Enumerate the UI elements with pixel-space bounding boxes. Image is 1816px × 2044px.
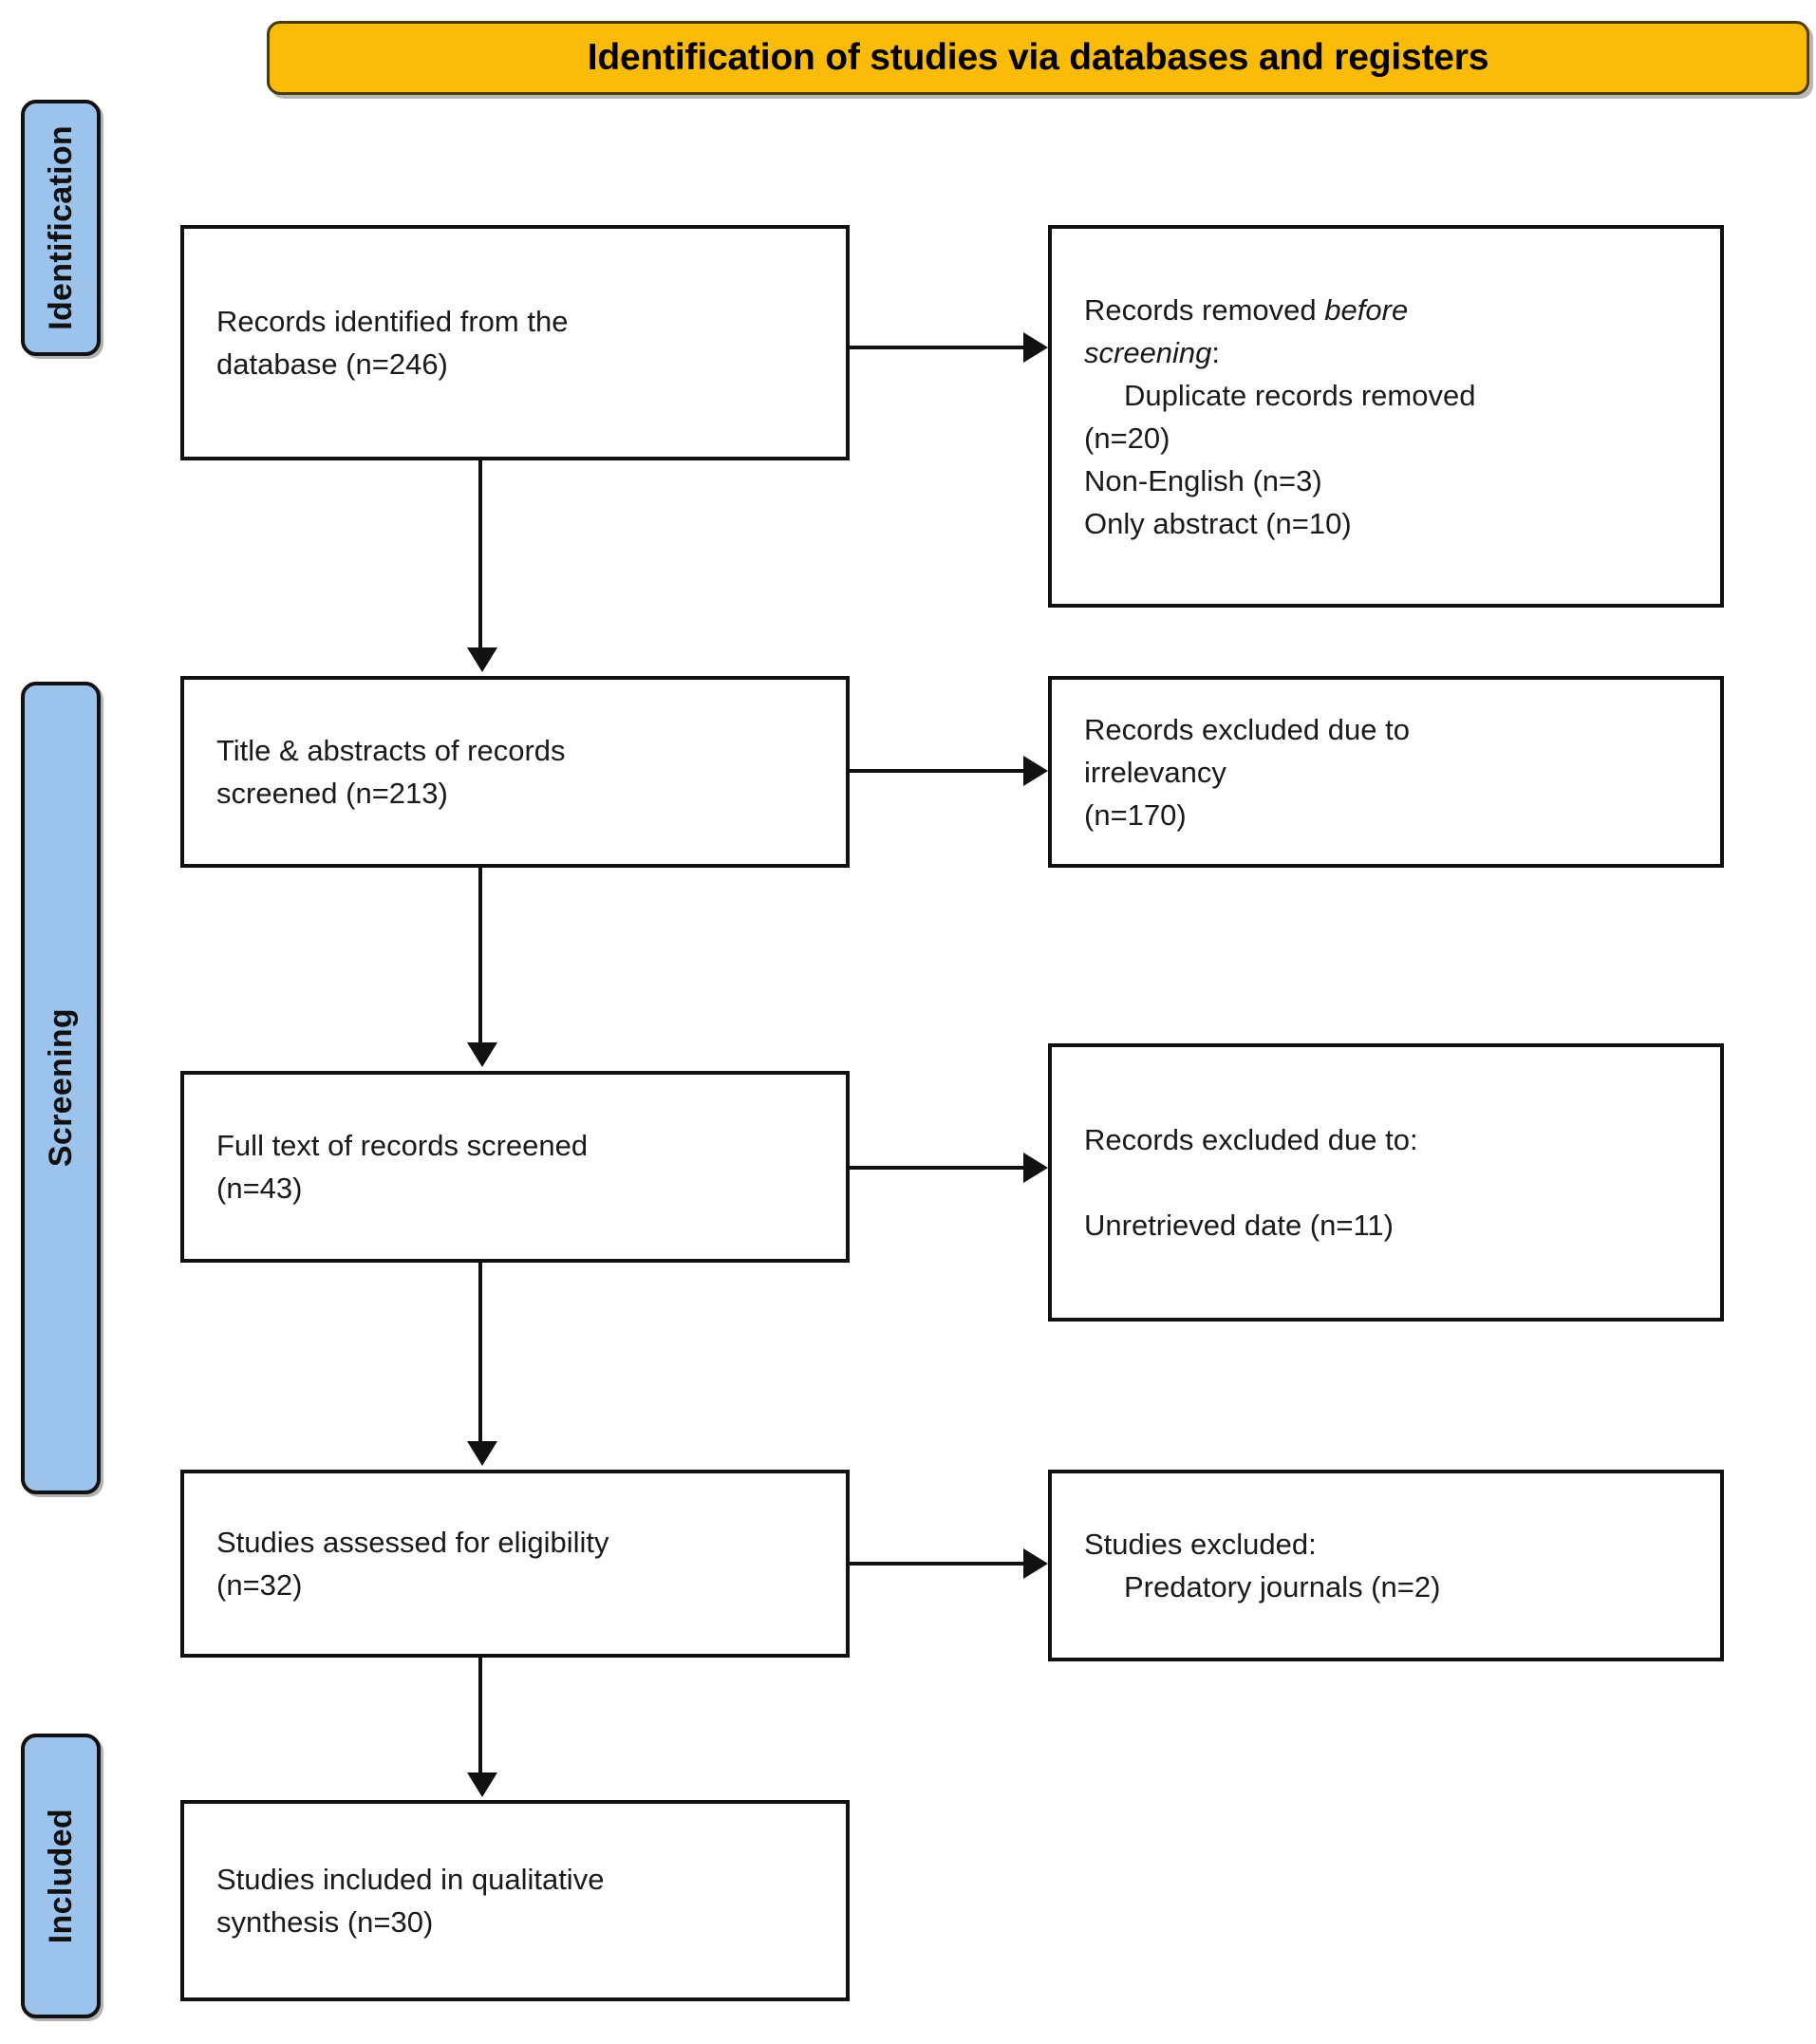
phase-band-screening: Screening <box>21 682 101 1494</box>
box-line: Records identified from the <box>216 305 569 338</box>
connector-eligibility-to-excluded-studies <box>848 1562 1026 1566</box>
box-line: irrelevancy <box>1084 755 1226 789</box>
box-line: Records excluded due to <box>1084 712 1410 746</box>
box-line: Full text of records screened <box>216 1129 589 1162</box>
page-title: Identification of studies via databases … <box>587 37 1489 78</box>
box-line-item: Only abstract (n=10) <box>1084 506 1352 540</box>
removed-text-colon: : <box>1211 335 1221 369</box>
box-line: (n=43) <box>216 1172 303 1205</box>
connector-fulltext-to-excluded-date <box>848 1166 1026 1170</box>
phase-band-included: Included <box>21 1734 101 2018</box>
arrow-right-icon <box>1023 1153 1048 1183</box>
phase-label-identification: Identification <box>42 125 79 330</box>
arrow-right-icon <box>1023 332 1048 363</box>
arrow-down-icon <box>467 1772 497 1797</box>
box-line-item: Predatory journals (n=2) <box>1124 1570 1441 1603</box>
box-line: Unretrieved date (n=11) <box>1084 1209 1394 1242</box>
box-records-identified: Records identified from the database (n=… <box>180 225 850 460</box>
connector-screened-to-excluded-irrelevancy <box>848 769 1026 773</box>
arrow-down-icon <box>467 1042 497 1067</box>
connector-eligibility-to-included <box>478 1658 482 1775</box>
box-studies-excluded: Studies excluded: Predatory journals (n=… <box>1048 1470 1724 1661</box>
removed-text-italic-before: before <box>1324 292 1409 327</box>
removed-text-lead: Records removed <box>1084 292 1325 327</box>
connector-fulltext-to-eligibility <box>478 1263 482 1444</box>
box-line-item: (n=20) <box>1084 421 1170 455</box>
box-line: Studies included in qualitative <box>216 1863 605 1896</box>
box-studies-assessed-eligibility: Studies assessed for eligibility (n=32) <box>180 1470 850 1658</box>
box-line: (n=170) <box>1084 797 1187 832</box>
box-line: Records removed before <box>1084 289 1688 331</box>
box-line: Studies excluded: <box>1084 1528 1317 1561</box>
connector-identified-to-removed <box>848 346 1026 349</box>
phase-label-included: Included <box>42 1808 79 1944</box>
connector-screened-to-fulltext <box>478 868 482 1045</box>
box-full-text-screened: Full text of records screened (n=43) <box>180 1071 850 1263</box>
connector-identified-to-screened <box>478 460 482 650</box>
box-records-excluded-irrelevancy: Records excluded due to irrelevancy (n=1… <box>1048 676 1724 868</box>
box-line: (n=32) <box>216 1568 303 1602</box>
arrow-down-icon <box>467 1441 497 1466</box>
arrow-right-icon <box>1023 756 1048 786</box>
diagram-header-banner: Identification of studies via databases … <box>267 21 1809 95</box>
phase-band-identification: Identification <box>21 100 101 356</box>
box-studies-included-qualitative: Studies included in qualitative synthesi… <box>180 1800 850 2001</box>
box-line: Title & abstracts of records <box>216 734 566 767</box>
box-line-spacer <box>1084 1161 1688 1204</box>
arrow-right-icon <box>1023 1548 1048 1579</box>
box-line: screened (n=213) <box>216 777 448 810</box>
arrow-down-icon <box>467 647 497 672</box>
box-title-abstracts-screened: Title & abstracts of records screened (n… <box>180 676 850 868</box>
box-line: database (n=246) <box>216 347 448 381</box>
box-line: screening: <box>1084 331 1688 374</box>
phase-label-screening: Screening <box>42 1008 79 1168</box>
box-line: synthesis (n=30) <box>216 1905 434 1939</box>
box-line: Records excluded due to: <box>1084 1123 1418 1156</box>
box-line-item: Duplicate records removed <box>1124 378 1476 412</box>
removed-text-italic-screening: screening <box>1084 335 1212 369</box>
box-line-item: Non-English (n=3) <box>1084 463 1322 497</box>
box-line: Studies assessed for eligibility <box>216 1526 609 1559</box>
box-records-removed-before-screening: Records removed before screening: Duplic… <box>1048 225 1724 608</box>
box-records-excluded-unretrieved: Records excluded due to: Unretrieved dat… <box>1048 1043 1724 1322</box>
